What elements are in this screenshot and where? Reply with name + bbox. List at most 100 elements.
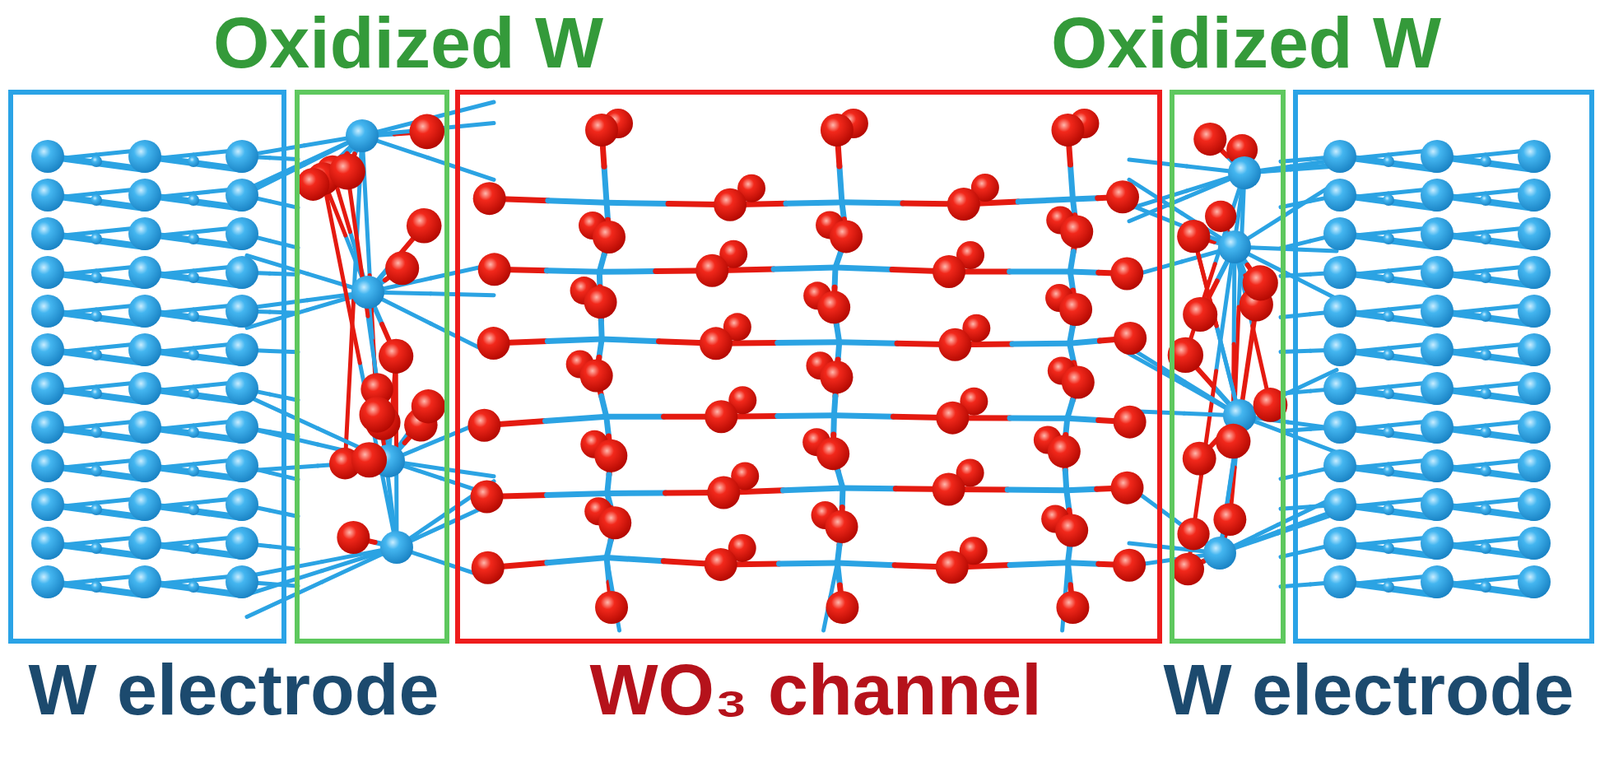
- atomic-bond: [1072, 198, 1098, 200]
- oxygen-atom: [932, 255, 966, 289]
- tungsten-atom: [380, 530, 414, 564]
- tungsten-atom: [225, 217, 259, 251]
- region-label: WO₃ channel: [586, 650, 1045, 731]
- atomic-bond: [547, 558, 607, 563]
- electrode-box: W electrode: [1293, 89, 1595, 644]
- atomic-bond: [547, 339, 602, 342]
- oxygen-atom: [1176, 517, 1210, 550]
- tungsten-atom: [187, 581, 200, 593]
- tungsten-atom: [31, 372, 65, 405]
- atomic-bond: [606, 202, 669, 204]
- atomic-bond: [779, 560, 838, 568]
- oxygen-atom: [473, 181, 507, 215]
- atomic-bond: [777, 412, 835, 419]
- tungsten-atom: [225, 333, 259, 367]
- tungsten-atom: [1517, 217, 1551, 251]
- tungsten-atom: [1420, 372, 1454, 405]
- tungsten-atom: [1517, 526, 1551, 560]
- atomic-bond: [1069, 271, 1098, 273]
- tungsten-atom: [1420, 333, 1454, 367]
- tungsten-atom: [128, 333, 162, 367]
- tungsten-atom: [1517, 410, 1551, 444]
- atomic-bond: [1065, 470, 1066, 491]
- oxygen-atom: [385, 251, 419, 285]
- atomic-bond: [546, 270, 600, 272]
- tungsten-atom: [1420, 565, 1454, 599]
- oxygen-atom: [1112, 548, 1146, 582]
- oxygen-atom: [470, 480, 504, 514]
- region-label-text: W electrode: [25, 650, 443, 731]
- tungsten-atom: [187, 348, 200, 361]
- atomic-bond: [427, 158, 494, 181]
- atomic-bond: [606, 558, 614, 595]
- atomic-bond: [830, 562, 838, 597]
- tungsten-atom: [1479, 426, 1492, 438]
- atom-layer: [31, 108, 1551, 624]
- tungsten-atom: [1420, 449, 1454, 483]
- tungsten-atom: [128, 217, 162, 251]
- tungsten-atom: [31, 294, 65, 328]
- atomic-bond: [362, 135, 370, 275]
- tungsten-atom: [1382, 348, 1395, 361]
- tungsten-atom: [187, 232, 200, 245]
- atomic-bond: [606, 416, 610, 437]
- tungsten-atom: [1517, 449, 1551, 483]
- tungsten-atom: [1479, 310, 1492, 322]
- atomic-bond: [786, 202, 842, 204]
- oxygen-atom: [1113, 321, 1147, 355]
- atomic-bond: [1007, 487, 1067, 494]
- tungsten-atom: [1382, 155, 1395, 168]
- oxygen-atom: [1051, 113, 1084, 147]
- oxygen-atom: [359, 396, 396, 433]
- tungsten-atom: [1479, 503, 1492, 516]
- tungsten-atom: [1323, 139, 1357, 173]
- tungsten-atom: [1517, 294, 1551, 328]
- tungsten-atom: [1479, 194, 1492, 206]
- tungsten-atom: [1517, 139, 1551, 173]
- atomic-bond: [323, 178, 361, 363]
- oxygen-atom: [706, 476, 740, 510]
- tungsten-atom: [187, 310, 200, 322]
- region-label-text: Oxidized W: [1047, 3, 1445, 84]
- atomic-bond: [1069, 251, 1074, 272]
- tungsten-atom: [128, 565, 162, 599]
- tungsten-atom: [1420, 255, 1454, 289]
- tungsten-atom: [187, 194, 200, 206]
- oxygen-atom: [825, 590, 859, 624]
- oxygen-atom: [595, 590, 628, 624]
- oxygen-atom: [409, 114, 445, 150]
- tungsten-atom: [1517, 333, 1551, 367]
- oxygen-atom: [829, 219, 863, 253]
- tungsten-atom: [345, 119, 379, 153]
- channel-box: WO₃ channel: [455, 89, 1163, 644]
- atomic-bond: [1066, 490, 1070, 511]
- oxygen-atom: [1106, 180, 1140, 214]
- region-label-text: W electrode: [1160, 650, 1578, 731]
- tungsten-atom: [225, 526, 259, 560]
- tungsten-atom: [128, 372, 162, 405]
- region-label: Oxidized W: [1047, 3, 1445, 84]
- tungsten-atom: [1382, 387, 1395, 400]
- atomic-bond: [783, 488, 843, 491]
- tungsten-atom: [1323, 217, 1357, 251]
- tungsten-atom: [1420, 294, 1454, 328]
- oxygen-atom: [1204, 200, 1237, 233]
- oxygen-atom: [351, 441, 387, 478]
- oxygen-atom: [477, 326, 511, 360]
- tungsten-atom: [1323, 255, 1357, 289]
- tungsten-atom: [1479, 271, 1492, 284]
- tungsten-atom: [128, 488, 162, 521]
- oxygen-atom: [1172, 553, 1205, 586]
- atomic-bond: [1012, 340, 1070, 348]
- oxygen-atom: [817, 290, 851, 324]
- atomic-bond: [832, 267, 839, 288]
- atomic-bond: [1129, 543, 1175, 549]
- oxygen-atom: [1193, 122, 1227, 156]
- oxygen-atom: [1111, 471, 1145, 505]
- tungsten-atom: [1382, 465, 1395, 477]
- tungsten-atom: [90, 155, 103, 168]
- oxygen-atom: [1176, 219, 1210, 253]
- tungsten-atom: [1517, 178, 1551, 212]
- tungsten-atom: [1479, 155, 1492, 168]
- tungsten-atom: [90, 194, 103, 206]
